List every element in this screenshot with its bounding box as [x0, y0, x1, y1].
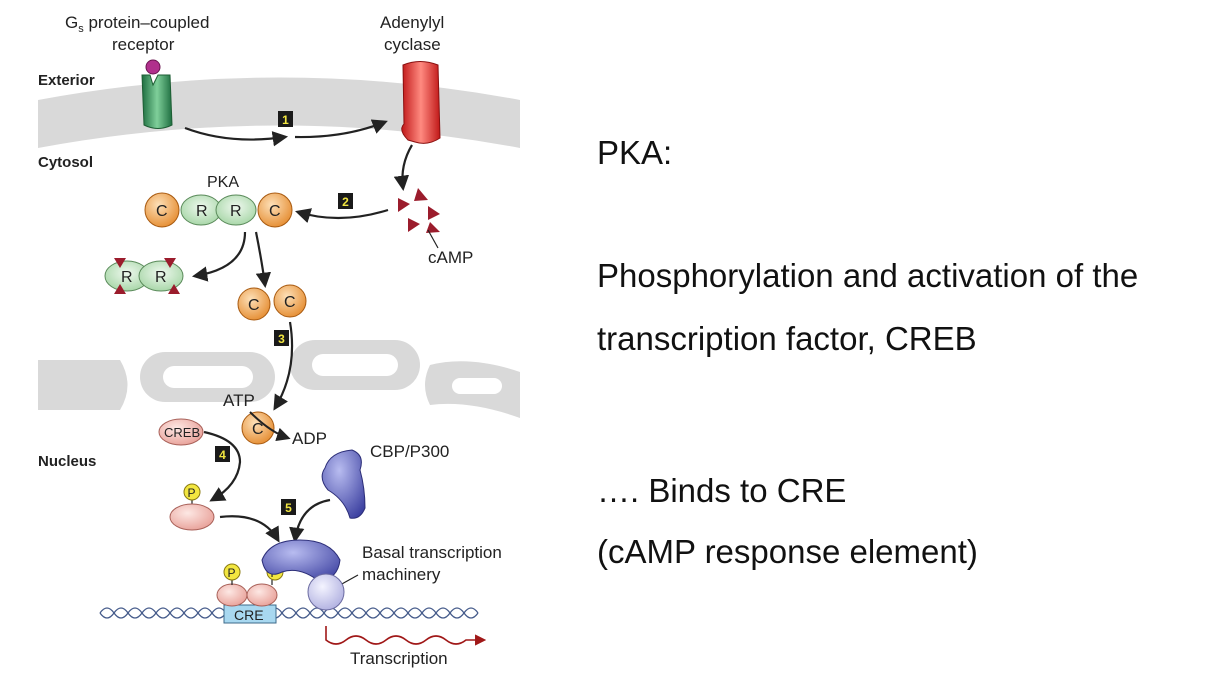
cre-label: CRE [234, 607, 264, 623]
pka-label: PKA [207, 174, 239, 191]
step-3-badge: 3 [274, 330, 289, 346]
phospho-creb: P [169, 483, 215, 531]
dna-helix [99, 607, 479, 619]
cyclase-to-camp-arrow [393, 144, 413, 192]
pka-signaling-diagram: Exterior Cytosol Nucleus Gs protein–coup… [38, 13, 520, 668]
pka-c-left: C [156, 203, 168, 220]
pcreb-to-cre-arrow [219, 515, 280, 543]
text-transcription-factor-line: transcription factor, CREB [597, 320, 977, 357]
bound-p-left: P [228, 566, 236, 580]
bound-cbp-p300 [261, 539, 341, 583]
gs-receptor [141, 59, 173, 129]
creb-phosphorylation-arrow [203, 430, 242, 502]
creb-protein: CREB [158, 418, 204, 446]
svg-text:1: 1 [282, 113, 289, 127]
cyclase-label-line2: cyclase [384, 35, 441, 54]
pka-to-r-arrow [191, 231, 247, 282]
region-nucleus-label: Nucleus [38, 453, 96, 470]
basal-label-line2: machinery [362, 565, 441, 584]
svg-text:3: 3 [278, 332, 285, 346]
nuclear-envelope [38, 340, 520, 418]
svg-text:4: 4 [219, 448, 226, 462]
step3-arrow [273, 321, 294, 411]
cbp-to-cre-arrow [289, 498, 331, 544]
text-phosphorylation-line: Phosphorylation and activation of the [597, 257, 1139, 294]
cbp-p300-protein [321, 449, 366, 519]
svg-text:5: 5 [285, 501, 292, 515]
region-exterior-label: Exterior [38, 72, 95, 89]
c-subunit-right: C [284, 294, 296, 311]
transcription-label: Transcription [350, 649, 448, 668]
pka-c-right: C [269, 203, 281, 220]
step-5-badge: 5 [281, 499, 296, 515]
text-pka-heading: PKA: [597, 134, 673, 171]
pka-r-left: R [196, 203, 208, 220]
receptor-label-line2: receptor [112, 35, 175, 54]
text-camp-response-element-line: (cAMP response element) [597, 533, 978, 570]
atp-label: ATP [223, 391, 255, 410]
svg-text:2: 2 [342, 195, 349, 209]
receptor-label: Gs protein–coupled [65, 13, 209, 35]
transcription-arrow [325, 626, 487, 646]
phospho-creb-p: P [188, 486, 196, 500]
pka-r-right: R [230, 203, 242, 220]
r-subunit-right: R [155, 269, 167, 286]
c-subunit-left: C [248, 297, 260, 314]
pka-to-c-arrow [254, 231, 272, 289]
basal-transcription-machinery [307, 573, 345, 611]
basal-label-line1: Basal transcription [362, 543, 502, 562]
step1-arrow-right [294, 119, 388, 139]
camp-molecules [398, 188, 440, 233]
step-4-badge: 4 [215, 446, 230, 462]
camp-label: cAMP [428, 248, 473, 267]
step1-arrow-left [184, 126, 289, 147]
adenylyl-cyclase [401, 61, 441, 144]
cyclase-label-line1: Adenylyl [380, 13, 444, 32]
creb-label: CREB [164, 425, 200, 440]
catalytic-dimer: C C [237, 284, 307, 321]
r-subunit-left: R [121, 269, 133, 286]
camp-leader-line [427, 229, 439, 249]
regulatory-dimer-with-camp: R R [104, 258, 184, 294]
basal-leader-line [339, 574, 359, 586]
cbp-label: CBP/P300 [370, 442, 449, 461]
step-2-badge: 2 [338, 193, 353, 209]
nuclear-catalytic-subunit: C [241, 411, 275, 445]
adp-label: ADP [292, 429, 327, 448]
step2-arrow [295, 208, 389, 223]
cre-element-box [223, 604, 277, 624]
region-cytosol-label: Cytosol [38, 154, 93, 171]
text-binds-to-cre-line: …. Binds to CRE [597, 472, 847, 509]
pka-holoenzyme: C R R C [144, 192, 293, 228]
atp-to-adp-arrow [249, 411, 291, 442]
nuclear-c-subunit: C [252, 421, 264, 438]
step-1-badge: 1 [278, 111, 293, 127]
